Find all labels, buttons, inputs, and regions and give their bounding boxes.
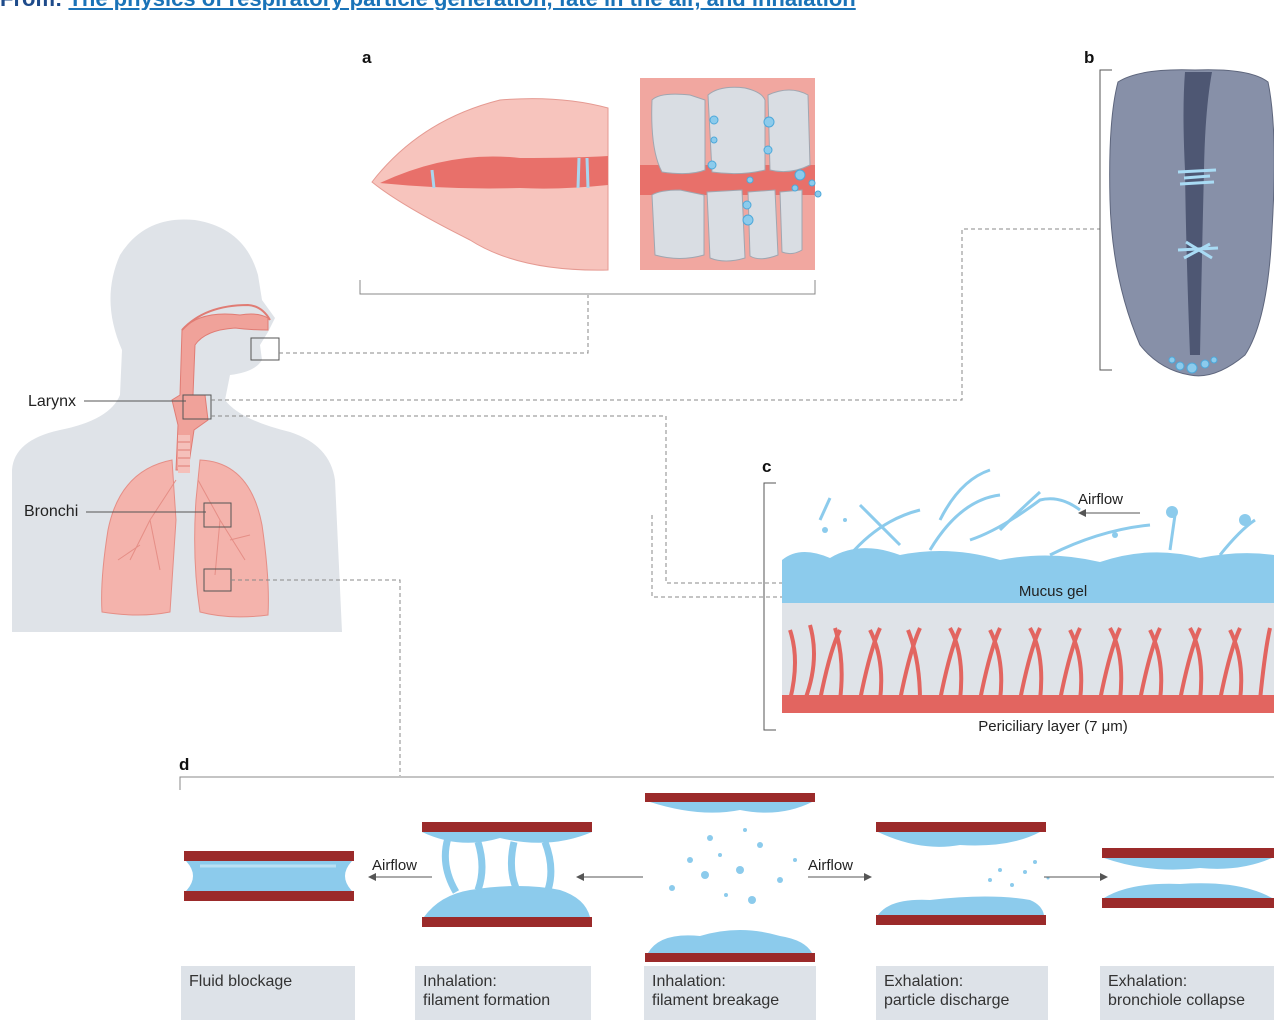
panel-b-vocal-folds	[1110, 70, 1274, 376]
stage-caption-1: Fluid blockage	[181, 966, 355, 1020]
stage-caption-line1: Exhalation:	[884, 972, 1040, 991]
stage-caption-line2: filament breakage	[652, 991, 808, 1010]
stage-caption-line2: particle discharge	[884, 991, 1040, 1010]
periciliary-layer-label: Periciliary layer (7 μm)	[978, 718, 1128, 735]
stage-filament-breakage	[645, 793, 815, 962]
airflow-arrow-icon	[368, 873, 432, 881]
stage-caption-line1: Inhalation:	[423, 972, 583, 991]
stage-filament-formation	[422, 822, 592, 927]
stage-caption-line1: Inhalation:	[652, 972, 808, 991]
panel-d-airflow-right-label: Airflow	[808, 857, 853, 874]
panel-c-airflow-label: Airflow	[1078, 491, 1123, 508]
stage-caption-line1: Fluid blockage	[189, 972, 347, 991]
panel-a-teeth	[640, 78, 821, 270]
stage-caption-5: Exhalation: bronchiole collapse	[1100, 966, 1274, 1020]
airflow-arrow-icon	[1078, 509, 1140, 517]
stage-fluid-blockage	[184, 851, 354, 901]
stage-caption-3: Inhalation: filament breakage	[644, 966, 816, 1020]
stage-caption-line1: Exhalation:	[1108, 972, 1266, 991]
mucus-gel-label: Mucus gel	[1019, 583, 1087, 600]
airflow-arrow-icon	[576, 873, 643, 881]
stage-bronchiole-collapse	[1102, 848, 1274, 908]
airflow-arrow-icon	[1044, 873, 1108, 881]
panel-b-label: b	[1084, 48, 1094, 67]
stage-caption-line2: bronchiole collapse	[1108, 991, 1266, 1010]
stage-particle-discharge	[876, 822, 1050, 925]
panel-d-airflow-left-label: Airflow	[372, 857, 417, 874]
stage-caption-4: Exhalation: particle discharge	[876, 966, 1048, 1020]
stage-caption-line2: filament formation	[423, 991, 583, 1010]
body-silhouette	[12, 219, 342, 632]
airflow-arrow-icon	[808, 873, 872, 881]
stage-caption-2: Inhalation: filament formation	[415, 966, 591, 1020]
panel-a-lips	[372, 99, 608, 271]
bronchi-label: Bronchi	[24, 503, 78, 520]
panel-d-label: d	[179, 755, 189, 774]
panel-c-label: c	[762, 457, 771, 476]
larynx-label: Larynx	[28, 393, 76, 410]
panel-a-label: a	[362, 48, 372, 67]
